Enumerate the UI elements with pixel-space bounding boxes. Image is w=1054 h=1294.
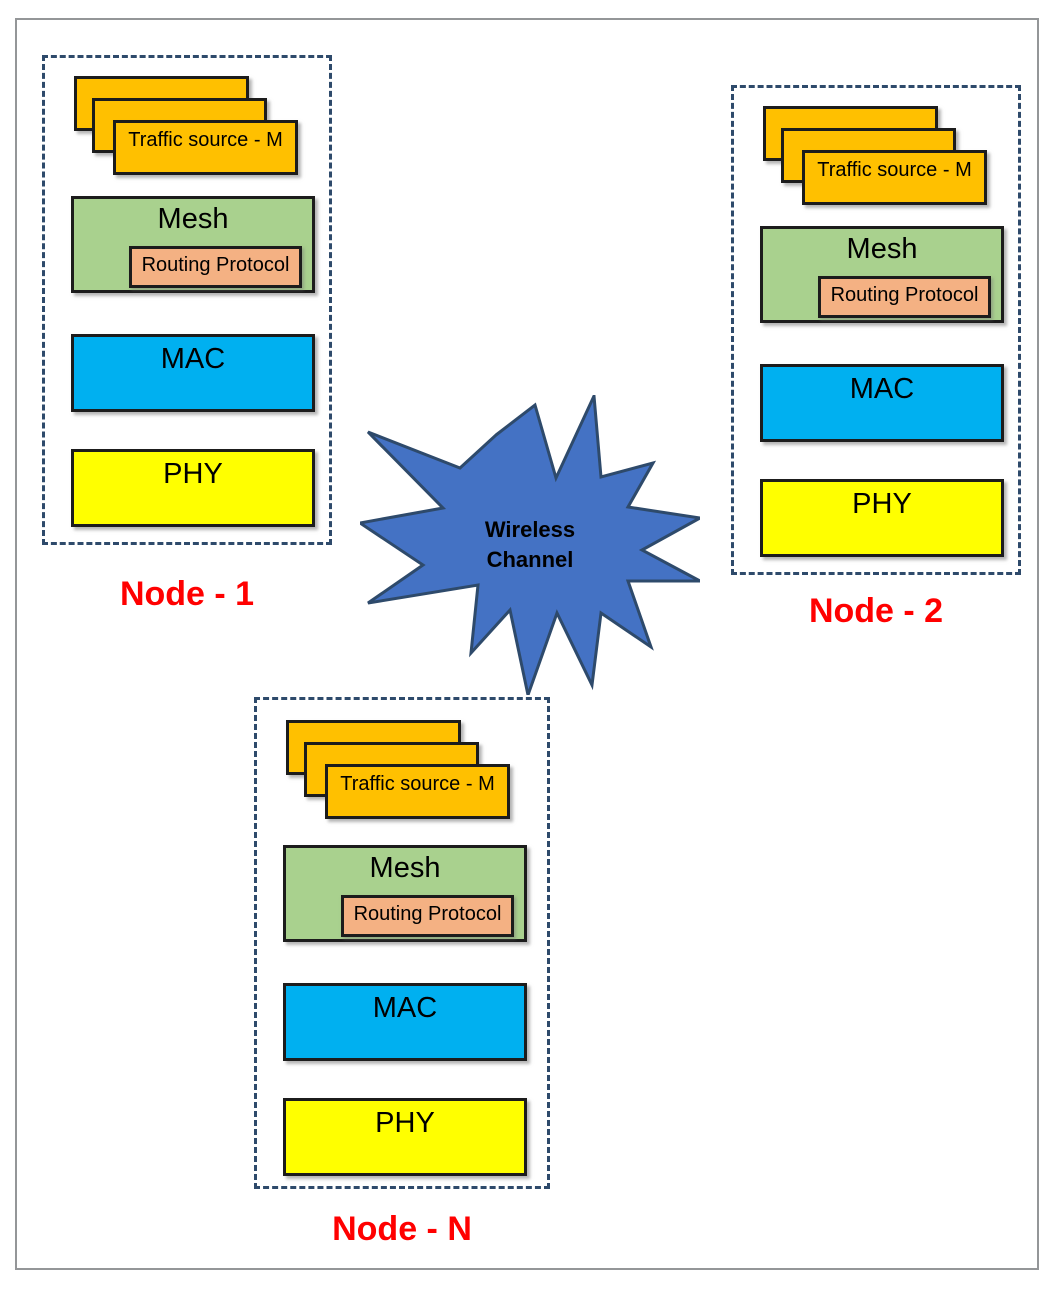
node-caption-node-n: Node - N	[332, 1210, 472, 1248]
wireless-channel[interactable]: Wireless Channel	[360, 395, 700, 695]
mac-label: MAC	[849, 373, 915, 405]
mac-label: MAC	[372, 992, 438, 1024]
traffic-source-label: Traffic source - M	[817, 159, 972, 181]
traffic-source-label: Traffic source - M	[128, 129, 283, 151]
routing-protocol-label: Routing Protocol	[830, 284, 979, 306]
mesh-label: Mesh	[846, 233, 918, 265]
wireless-channel-starburst-icon	[360, 395, 700, 695]
routing-protocol-box[interactable]: Routing Protocol	[341, 895, 514, 937]
node-caption-node-1: Node - 1	[119, 575, 255, 613]
node-container-node-2[interactable]: Traffic source - M Traffic source - M Tr…	[731, 85, 1021, 575]
routing-protocol-box[interactable]: Routing Protocol	[129, 246, 302, 288]
node-container-node-n[interactable]: Traffic source - M Traffic source - M Tr…	[254, 697, 550, 1189]
traffic-source-label: Traffic source - M	[340, 773, 495, 795]
mesh-layer[interactable]: Mesh Routing Protocol	[760, 226, 1004, 323]
mesh-label: Mesh	[369, 852, 441, 884]
mesh-layer[interactable]: Mesh Routing Protocol	[71, 196, 315, 293]
traffic-source-front[interactable]: Traffic source - M	[325, 764, 510, 819]
traffic-source-front[interactable]: Traffic source - M	[113, 120, 298, 175]
mac-layer[interactable]: MAC	[71, 334, 315, 412]
phy-layer[interactable]: PHY	[283, 1098, 527, 1176]
node-container-node-1[interactable]: Traffic source - M Traffic source - M Tr…	[42, 55, 332, 545]
phy-layer[interactable]: PHY	[71, 449, 315, 527]
phy-label: PHY	[375, 1107, 435, 1139]
node-caption-node-2: Node - 2	[808, 592, 944, 630]
phy-label: PHY	[852, 488, 912, 520]
mac-layer[interactable]: MAC	[283, 983, 527, 1061]
phy-layer[interactable]: PHY	[760, 479, 1004, 557]
traffic-source-front[interactable]: Traffic source - M	[802, 150, 987, 205]
mac-label: MAC	[160, 343, 226, 375]
mesh-label: Mesh	[157, 203, 229, 235]
routing-protocol-label: Routing Protocol	[141, 254, 290, 276]
phy-label: PHY	[163, 458, 223, 490]
mac-layer[interactable]: MAC	[760, 364, 1004, 442]
routing-protocol-box[interactable]: Routing Protocol	[818, 276, 991, 318]
routing-protocol-label: Routing Protocol	[353, 903, 502, 925]
mesh-layer[interactable]: Mesh Routing Protocol	[283, 845, 527, 942]
